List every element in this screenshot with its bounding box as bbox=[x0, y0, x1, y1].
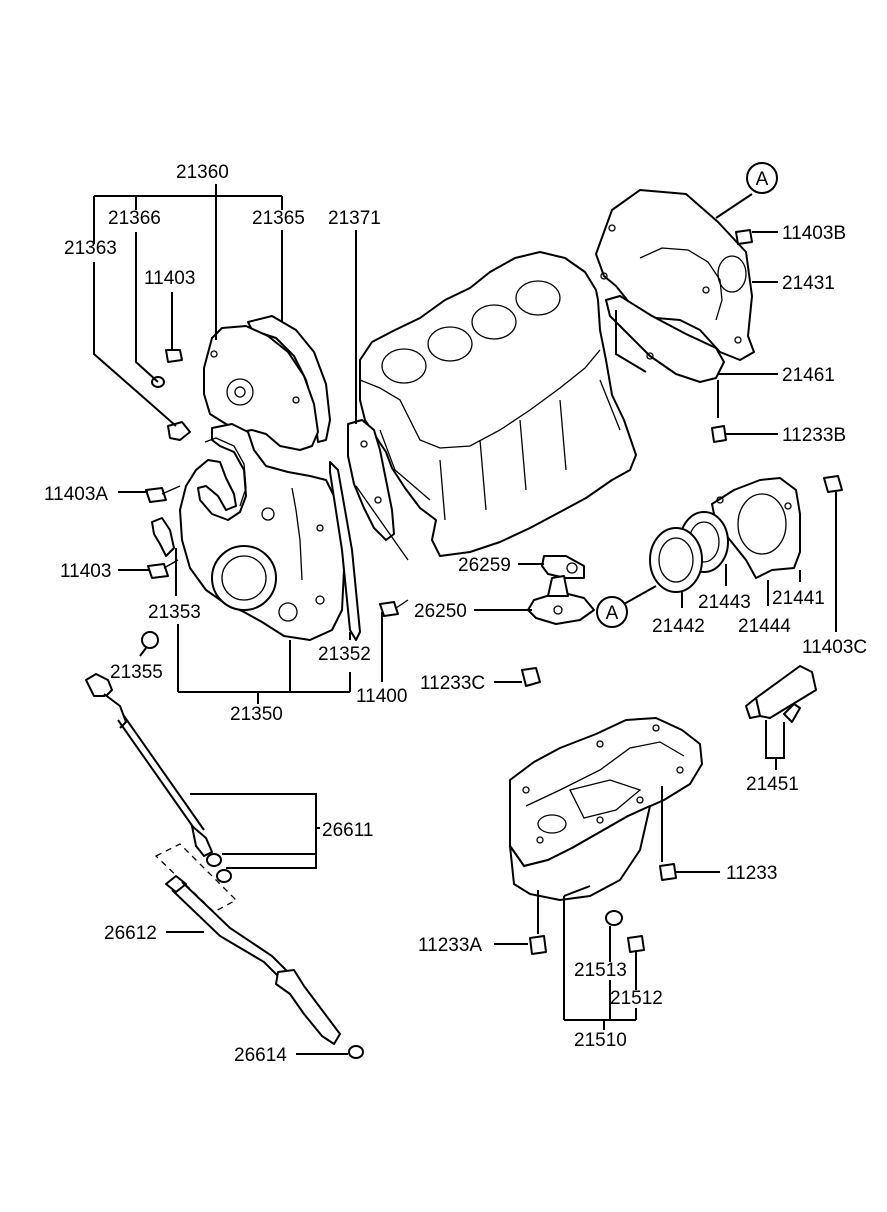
rear-end-plate bbox=[595, 189, 755, 443]
dipstick-guide-tube bbox=[154, 843, 364, 1059]
label-21461: 21461 bbox=[782, 365, 835, 386]
label-26614: 26614 bbox=[234, 1045, 287, 1066]
label-21510: 21510 bbox=[574, 1030, 627, 1051]
label-21441: 21441 bbox=[772, 588, 825, 609]
label-11403A: 11403A bbox=[44, 484, 108, 505]
label-26259: 26259 bbox=[458, 555, 511, 576]
label-21431: 21431 bbox=[782, 273, 835, 294]
label-11233A: 11233A bbox=[418, 935, 482, 956]
label-11403-top: 11403 bbox=[144, 268, 195, 289]
ref-callout-a-top-label: A bbox=[756, 169, 769, 190]
label-21444: 21444 bbox=[738, 616, 791, 637]
engine-block bbox=[359, 251, 637, 557]
label-11403-mid: 11403 bbox=[60, 561, 111, 582]
label-21355: 21355 bbox=[110, 662, 163, 683]
label-21363: 21363 bbox=[64, 238, 117, 259]
label-11403C: 11403C bbox=[802, 637, 867, 658]
label-26612: 26612 bbox=[104, 923, 157, 944]
ref-callout-a-top: A bbox=[746, 162, 778, 194]
label-11233C: 11233C bbox=[420, 673, 485, 694]
label-21512: 21512 bbox=[610, 988, 663, 1009]
rear-gasket-plate bbox=[347, 419, 395, 541]
rear-oil-seal-group bbox=[649, 475, 843, 593]
label-21365: 21365 bbox=[252, 208, 305, 229]
ref-callout-a-mid-label: A bbox=[606, 603, 619, 624]
label-11403B: 11403B bbox=[782, 223, 846, 244]
part-labels: 21360 21366 21365 21371 21363 11403 1140… bbox=[44, 162, 867, 1066]
ref-callout-a-mid: A bbox=[596, 596, 628, 628]
label-21513: 21513 bbox=[574, 960, 627, 981]
label-21352: 21352 bbox=[318, 644, 371, 665]
label-21353: 21353 bbox=[148, 602, 201, 623]
leader-lines bbox=[93, 184, 837, 1055]
oil-strainer-group bbox=[521, 555, 595, 687]
label-21442: 21442 bbox=[652, 616, 705, 637]
lower-timing-cover bbox=[151, 423, 361, 641]
label-11400: 11400 bbox=[356, 686, 407, 707]
upper-timing-cover bbox=[203, 315, 331, 451]
label-26611: 26611 bbox=[322, 820, 373, 841]
dipstick bbox=[85, 673, 232, 883]
label-21443: 21443 bbox=[698, 592, 751, 613]
label-21350: 21350 bbox=[230, 704, 283, 725]
label-21451: 21451 bbox=[746, 774, 799, 795]
label-11233: 11233 bbox=[726, 863, 777, 884]
oil-pan bbox=[509, 717, 703, 955]
sealant-tube bbox=[745, 665, 817, 723]
label-21366: 21366 bbox=[108, 208, 161, 229]
label-11233B: 11233B bbox=[782, 425, 846, 446]
label-21371: 21371 bbox=[328, 208, 381, 229]
label-21360: 21360 bbox=[176, 162, 229, 183]
label-26250: 26250 bbox=[414, 601, 467, 622]
